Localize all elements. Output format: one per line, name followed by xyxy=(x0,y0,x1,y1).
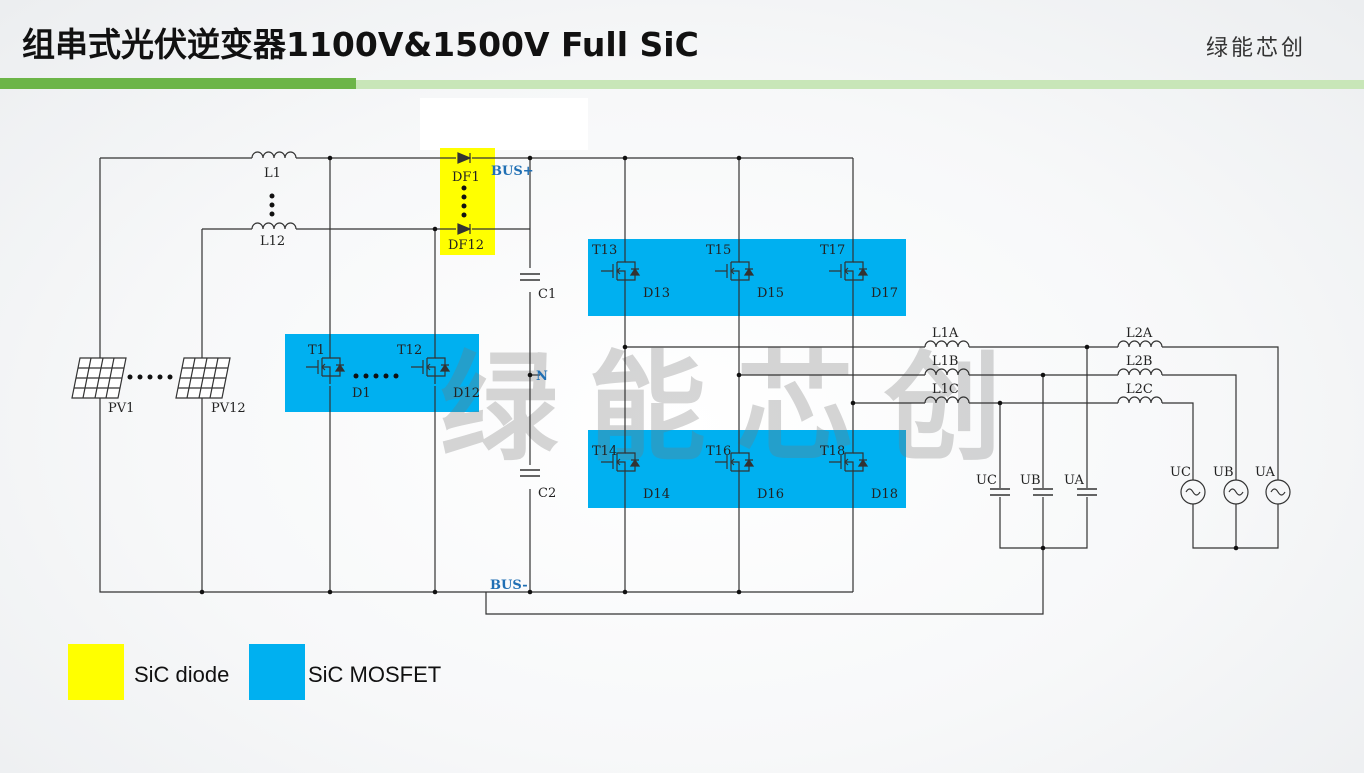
label-d18: D18 xyxy=(871,487,898,502)
label-d16: D16 xyxy=(757,487,784,502)
label-l12: L12 xyxy=(260,234,285,249)
header-divider-accent xyxy=(0,78,356,89)
label-t13: T13 xyxy=(592,243,617,258)
label-df1: DF1 xyxy=(452,170,480,185)
pv12-panel xyxy=(175,357,231,399)
label-c2: C2 xyxy=(538,486,556,501)
sic-diode-highlight xyxy=(440,148,495,255)
label-l1: L1 xyxy=(264,166,281,181)
label-t15: T15 xyxy=(706,243,731,258)
label-t18: T18 xyxy=(820,444,845,459)
label-pv1: PV1 xyxy=(108,401,134,416)
label-l1a: L1A xyxy=(932,326,959,341)
label-l2c: L2C xyxy=(1126,382,1153,397)
legend-label-sic-mosfet: SiC MOSFET xyxy=(308,662,442,687)
header-divider-light xyxy=(0,80,1364,89)
label-d13: D13 xyxy=(643,286,670,301)
brand-logo-text: 绿能芯创 xyxy=(1205,36,1306,61)
page-title: 组串式光伏逆变器1100V&1500V Full SiC xyxy=(22,25,699,64)
label-bus-plus: BUS+ xyxy=(491,164,534,179)
sic-mosfet-highlight-boost xyxy=(285,334,479,412)
label-src-uc: UC xyxy=(1170,465,1191,480)
label-l2a: L2A xyxy=(1126,326,1153,341)
label-c1: C1 xyxy=(538,287,556,302)
watermark: 绿能芯创 xyxy=(440,339,1033,477)
label-t1: T1 xyxy=(308,343,325,358)
label-neutral: N xyxy=(536,369,548,384)
label-t12: T12 xyxy=(397,343,422,358)
legend-swatch-sic-diode xyxy=(68,644,124,700)
label-l1b: L1B xyxy=(932,354,958,369)
label-t16: T16 xyxy=(706,444,731,459)
legend-label-sic-diode: SiC diode xyxy=(134,662,230,687)
blank-panel xyxy=(420,98,588,150)
label-d17: D17 xyxy=(871,286,898,301)
label-pv12: PV12 xyxy=(211,401,246,416)
label-d12: D12 xyxy=(453,386,480,401)
pv1-panel xyxy=(71,357,127,399)
label-bus-minus: BUS- xyxy=(490,578,528,593)
label-src-ub: UB xyxy=(1213,465,1234,480)
label-t14: T14 xyxy=(592,444,617,459)
label-cap-ub: UB xyxy=(1020,473,1041,488)
label-d15: D15 xyxy=(757,286,784,301)
label-cap-ua: UA xyxy=(1064,473,1085,488)
label-df12: DF12 xyxy=(448,238,484,253)
label-src-ua: UA xyxy=(1255,465,1276,480)
label-d1: D1 xyxy=(352,386,371,401)
legend-swatch-sic-mosfet xyxy=(249,644,305,700)
label-cap-uc: UC xyxy=(976,473,997,488)
label-l2b: L2B xyxy=(1126,354,1152,369)
label-l1c: L1C xyxy=(932,382,959,397)
label-d14: D14 xyxy=(643,487,670,502)
label-t17: T17 xyxy=(820,243,845,258)
